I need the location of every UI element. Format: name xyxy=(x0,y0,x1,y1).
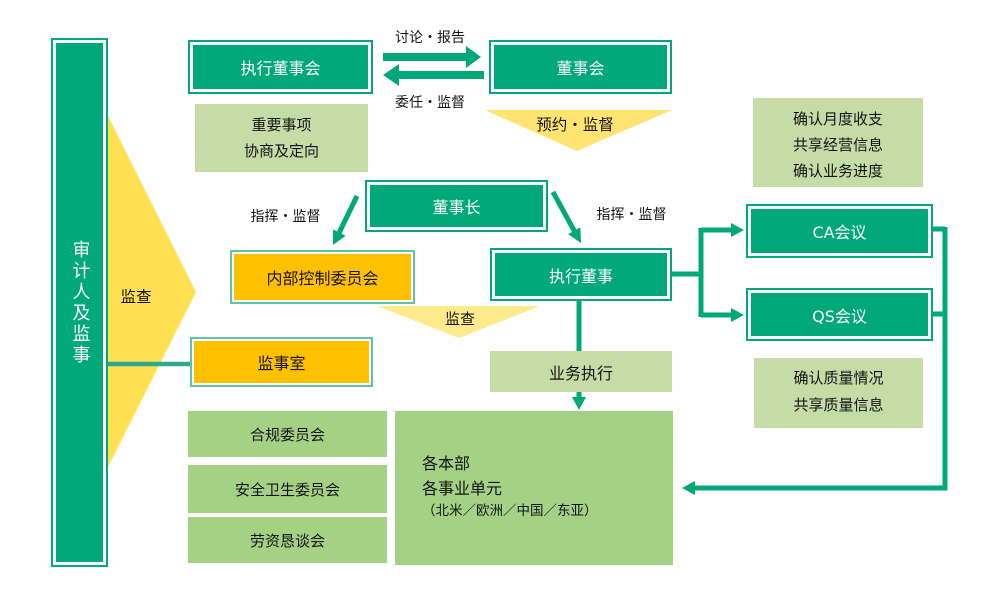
arrowhead-to-business-units xyxy=(572,397,586,410)
monthly-line2: 共享经营信息 xyxy=(792,136,883,154)
arrowhead-feedback-to-units xyxy=(682,481,695,495)
units-line3: （北米／欧洲／中国／东亚） xyxy=(422,503,598,519)
monthly-line1: 确认月度收支 xyxy=(792,110,883,128)
arrow-discuss-report xyxy=(383,46,481,68)
exec-board-box: 执行董事会 xyxy=(188,40,373,94)
green-connectors xyxy=(333,46,744,495)
audit-arrow-shape xyxy=(107,114,196,469)
line-chairman-to-execdir xyxy=(550,190,579,236)
important-matters-line2: 协商及定向 xyxy=(243,142,319,160)
reserve-supervise-label: 预约・监督 xyxy=(536,116,614,134)
labor-committee-box: 劳资恳谈会 xyxy=(188,517,387,563)
important-matters-line1: 重要事项 xyxy=(251,116,312,134)
important-matters-box: 重要事项 协商及定向 xyxy=(195,104,368,172)
audit-label-left: 监查 xyxy=(120,288,152,306)
safety-committee-box: 安全卫生委员会 xyxy=(188,465,387,513)
arrowhead-to-internal-control xyxy=(333,229,346,245)
monthly-line3: 确认业务进度 xyxy=(792,162,883,180)
quality-line1: 确认质量情况 xyxy=(793,369,884,387)
compliance-committee-box: 合规委员会 xyxy=(188,411,387,457)
auditors-bar: 审计人及监事 xyxy=(51,38,108,567)
quality-line2: 共享质量信息 xyxy=(793,396,884,414)
monthly-review-box: 确认月度收支 共享经营信息 确认业务进度 xyxy=(753,98,923,187)
green-lines xyxy=(336,190,948,491)
business-execution-box: 业务执行 xyxy=(490,351,672,392)
board-box: 董事会 xyxy=(489,40,672,94)
reserve-supervise-triangle xyxy=(485,110,672,151)
auditors-bar-label: 审计人及监事 xyxy=(69,239,91,366)
chairman-box: 董事长 xyxy=(365,180,548,232)
arrowhead-to-exec-director xyxy=(568,227,581,243)
units-line1: 各本部 xyxy=(422,454,471,473)
internal-control-box: 内部控制委员会 xyxy=(230,250,415,304)
arrowhead-to-ca xyxy=(731,223,744,237)
audit-triangle-mid xyxy=(377,306,540,338)
discuss-report-label: 讨论・报告 xyxy=(395,30,465,46)
direct-supervise-label-left: 指挥・监督 xyxy=(250,209,321,225)
units-line2: 各事业单元 xyxy=(422,479,503,498)
exec-director-box: 执行董事 xyxy=(490,248,672,301)
quality-review-box: 确认质量情况 共享质量信息 xyxy=(754,358,923,428)
ca-meeting-box: CA会议 xyxy=(746,204,933,258)
line-chairman-to-icc xyxy=(336,194,360,235)
qs-meeting-box: QS会议 xyxy=(746,288,933,341)
audit-office-box: 监事室 xyxy=(190,337,373,387)
line-feedback-loop xyxy=(692,227,948,491)
arrowhead-to-qs xyxy=(731,308,744,322)
business-units-box: 各本部 各事业单元 （北米／欧洲／中国／东亚） xyxy=(395,411,673,565)
appoint-supervise-label: 委任・监督 xyxy=(395,95,465,111)
audit-label-mid: 监查 xyxy=(444,310,475,328)
direct-supervise-label-right: 指挥・监督 xyxy=(596,207,667,223)
arrow-appoint-supervise xyxy=(383,64,484,86)
